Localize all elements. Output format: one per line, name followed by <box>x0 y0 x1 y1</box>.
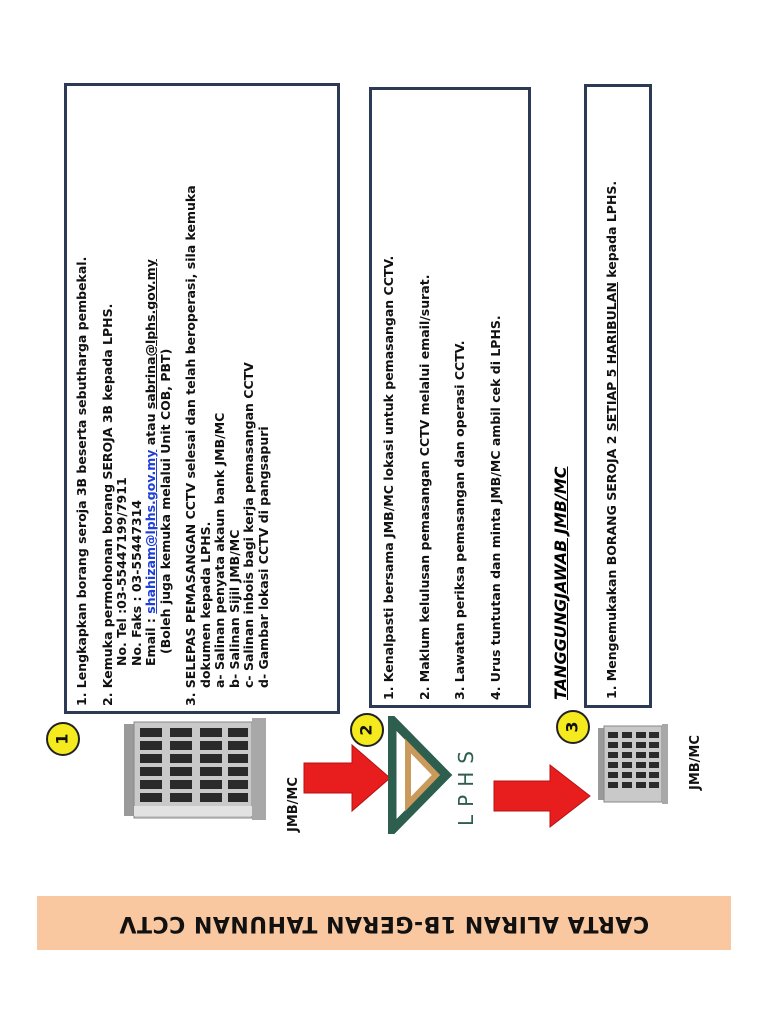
box-3-heading: TANGGUNGJAWAB JMB/MC <box>551 466 570 701</box>
box-1-item-1: 1. Lengkapkan borang seroja 3B beserta s… <box>74 256 89 706</box>
box-3-item-1: 1. Mengemukakan BORANG SEROJA 2 SETIAP 5… <box>604 99 620 699</box>
arrow-1-icon <box>303 743 391 813</box>
box-1-item-3a: 3. SELEPAS PEMASANGAN CCTV selesai dan t… <box>183 185 198 706</box>
email-link-2[interactable]: sabrina@lphs.gov.my <box>143 259 158 410</box>
building-1-icon <box>124 718 266 820</box>
box-step-1: 1. Lengkapkan borang seroja 3B beserta s… <box>64 83 340 714</box>
step-2-number: 2 <box>356 724 376 736</box>
box-step-2: 1. Kenalpasti bersama JMB/MC lokasi untu… <box>369 87 531 708</box>
lphs-logo-icon <box>388 716 453 834</box>
step-2-badge: 2 <box>350 713 384 747</box>
box-1-note: (Boleh juga kemuka melalui Unit COB, PBT… <box>157 348 173 654</box>
box-2-content: 1. Kenalpasti bersama JMB/MC lokasi untu… <box>381 100 503 700</box>
box-2-item-4: 4. Urus tuntutan dan minta JMB/MC ambil … <box>487 315 503 700</box>
box-1-tel: No. Tel :03-55447199/7911 <box>114 477 129 666</box>
step-3-number: 3 <box>562 721 582 733</box>
box-1-sub-b: b- Salinan Sijil JMB/MC <box>226 529 242 688</box>
box-1-sub-d: d- Gambar lokasi CCTV di pangsapuri <box>255 426 271 688</box>
step-1-number: 1 <box>52 733 72 745</box>
box-1-faks: No. Faks : 03-55447314 <box>128 499 144 666</box>
arrow-2-icon <box>493 763 591 829</box>
box-3-content: 1. Mengemukakan BORANG SEROJA 2 SETIAP 5… <box>604 99 620 699</box>
building-2-icon <box>598 724 668 804</box>
box-1-item-2: 2. Kemuka permohonan borang SEROJA 3B ke… <box>99 303 115 706</box>
email-prefix: Email : <box>143 613 158 666</box>
box-1-content: 1. Lengkapkan borang seroja 3B beserta s… <box>74 96 271 706</box>
title-banner: CARTA ALIRAN 1B-GERAN TAHUNAN CCTV <box>37 896 731 950</box>
box-2-item-1: 1. Kenalpasti bersama JMB/MC lokasi untu… <box>381 255 396 700</box>
box-1-email-line: Email : shahizam@lphs.gov.my atau sabrin… <box>143 96 159 706</box>
box-3-item-prefix: 1. Mengemukakan BORANG SEROJA 2 <box>604 431 619 699</box>
page-title: CARTA ALIRAN 1B-GERAN TAHUNAN CCTV <box>118 911 650 936</box>
step-3-badge: 3 <box>556 710 590 744</box>
box-2-item-3: 3. Lawatan periksa pemasangan dan operas… <box>452 340 467 700</box>
box-step-3: 1. Mengemukakan BORANG SEROJA 2 SETIAP 5… <box>584 84 652 708</box>
box-1-item-3b: dokumen kepada LPHS. <box>197 521 213 688</box>
jmb-mc-label-2: JMB/MC <box>688 735 703 790</box>
box-1-sub-c: c- Salinan inbois bagi kerja pemasangan … <box>241 362 256 688</box>
box-1-sub-a: a- Salinan penyata akaun bank JMB/MC <box>212 412 227 688</box>
box-2-item-2: 2. Maklum kelulusan pemasangan CCTV mela… <box>416 274 432 700</box>
box-3-item-suffix: kepada LPHS. <box>604 180 619 283</box>
email-mid: atau <box>143 409 158 450</box>
email-link-1[interactable]: shahizam@lphs.gov.my <box>143 449 158 614</box>
lphs-logo-text: LPHS <box>454 743 478 826</box>
jmb-mc-label-1: JMB/MC <box>286 777 301 832</box>
box-3-item-emphasis: SETIAP 5 HARIBULAN <box>604 282 619 432</box>
step-1-badge: 1 <box>46 722 80 756</box>
